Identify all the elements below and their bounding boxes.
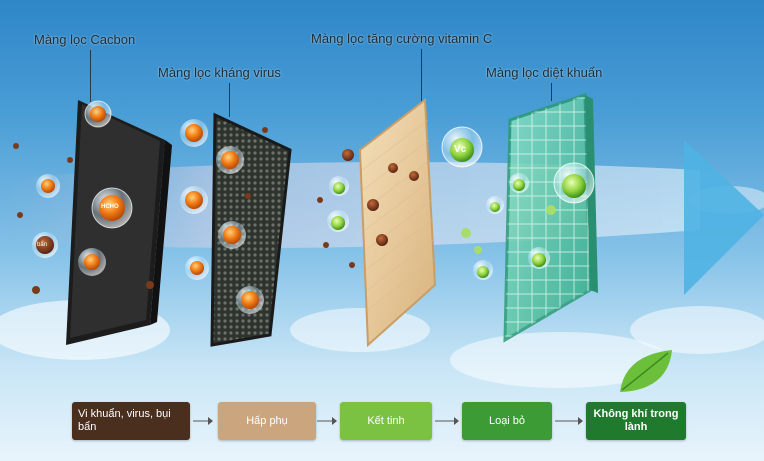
vitamin-c-particles [327, 126, 595, 280]
particle-label-hcho: HCHO [101, 204, 119, 210]
filter-label-carbon: Màng lọc Cacbon [34, 32, 136, 47]
leader-carbon [90, 50, 91, 102]
filter-label-antibacterial: Màng lọc diệt khuẩn [486, 65, 603, 80]
leader-antibacterial [551, 83, 552, 101]
dirt-particles [13, 127, 419, 294]
flow-step-pollutants: Vi khuẩn, virus, bụi bẩn [72, 402, 190, 440]
flow-arrow-icon [555, 417, 583, 425]
leader-vitamin-c [421, 49, 422, 101]
antibacterial-filter [503, 92, 598, 343]
flow-step-crystallize: Kết tinh [340, 402, 432, 440]
flow-arrow-icon [435, 417, 459, 425]
leaf-icon [620, 350, 672, 392]
filter-label-vitamin-c: Màng lọc tăng cường vitamin C [311, 31, 493, 46]
particle-label-vc: Vc [454, 144, 467, 155]
particle-label-dirt: bẩn [37, 242, 48, 248]
vitamin-c-filter [358, 98, 437, 348]
flow-arrow-icon [317, 417, 337, 425]
pollutant-particles [36, 100, 264, 314]
flow-step-remove: Loại bỏ [462, 402, 552, 440]
flow-step-adsorption: Hấp phụ [218, 402, 316, 440]
filter-label-antivirus: Màng lọc kháng virus [158, 65, 281, 80]
flow-step-fresh-air: Không khí trong lành [586, 402, 686, 440]
airflow-arrow [684, 140, 764, 295]
leader-antivirus [229, 83, 230, 117]
flow-arrow-icon [193, 417, 213, 425]
